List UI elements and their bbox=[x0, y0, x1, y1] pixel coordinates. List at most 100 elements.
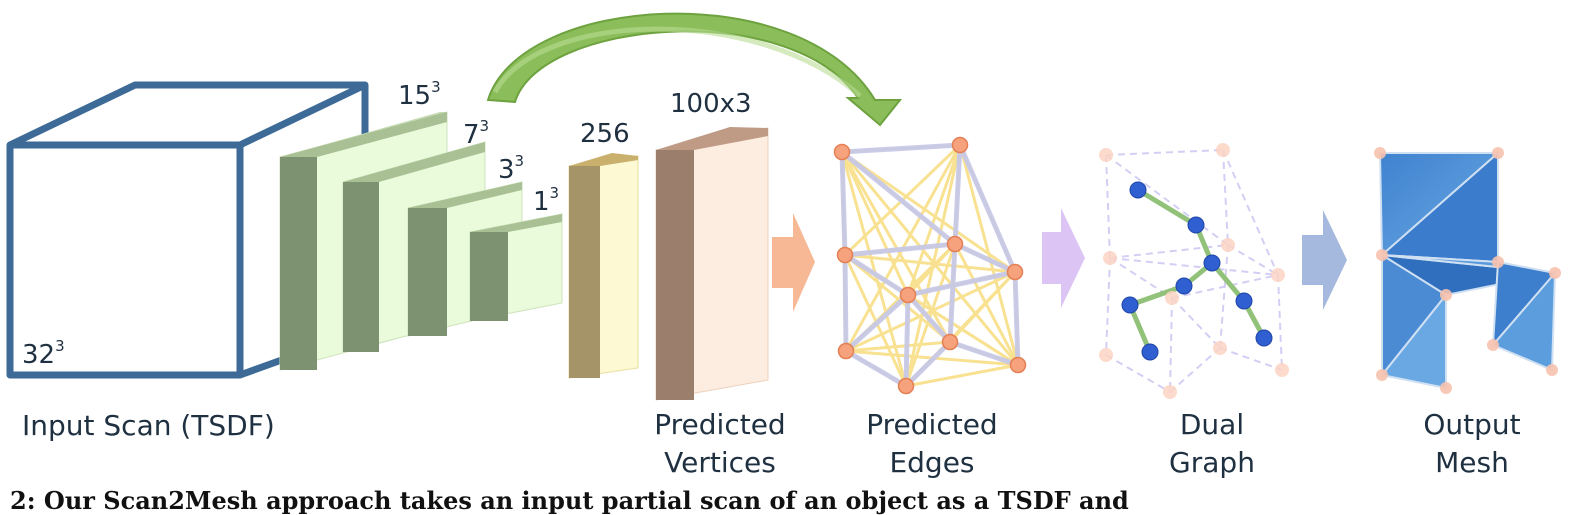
predicted-edges-label: Predicted Edges bbox=[852, 406, 1012, 482]
dim-input-label: 323 bbox=[22, 337, 65, 370]
vertex-node bbox=[899, 286, 917, 304]
mesh-leg-back-2 bbox=[1491, 270, 1557, 372]
mesh-vertex bbox=[1546, 364, 1558, 376]
mesh-vertex bbox=[1487, 339, 1499, 351]
dual-node bbox=[1141, 343, 1159, 361]
dual-dashed-edge bbox=[1169, 347, 1221, 393]
dual-node bbox=[1129, 181, 1147, 199]
mesh-vertex bbox=[1440, 382, 1452, 394]
mesh-vertex bbox=[1492, 256, 1504, 268]
vertex-node bbox=[1006, 263, 1024, 281]
predicted-edges-graph bbox=[833, 136, 1027, 395]
vertex-node bbox=[1009, 356, 1027, 374]
dual-node bbox=[1255, 329, 1273, 347]
figure-caption: 2: Our Scan2Mesh approach takes an input… bbox=[10, 486, 1129, 515]
ghost-vertex bbox=[1213, 341, 1227, 355]
vertex-node bbox=[951, 136, 969, 154]
predicted-edge bbox=[947, 241, 958, 345]
dual-dashed-edge bbox=[1109, 244, 1229, 259]
output-mesh bbox=[1374, 147, 1561, 394]
predicted-edge bbox=[842, 241, 958, 258]
predicted-edge bbox=[843, 292, 911, 354]
dual-dashed-edge bbox=[1219, 347, 1283, 371]
predicted-edge bbox=[842, 252, 849, 354]
arrow-to-output-mesh bbox=[1302, 210, 1347, 310]
predicted-edge bbox=[839, 142, 963, 155]
arrow-to-dual-graph bbox=[1042, 208, 1085, 308]
dual-dashed-edge bbox=[1105, 354, 1171, 393]
mesh-vertex bbox=[1440, 289, 1452, 301]
edge-line bbox=[840, 150, 910, 297]
predicted-vertices-line2: Vertices bbox=[664, 446, 776, 479]
predicted-edge bbox=[842, 252, 911, 298]
edge-line bbox=[844, 340, 952, 353]
predicted-edge bbox=[903, 292, 911, 389]
ghost-vertex bbox=[1221, 238, 1235, 252]
vertex-node bbox=[836, 246, 854, 264]
mesh-vertex bbox=[1492, 147, 1504, 159]
ghost-vertex bbox=[1099, 348, 1113, 362]
vertex-node bbox=[837, 342, 855, 360]
edge-line bbox=[958, 143, 1020, 367]
ghost-vertex bbox=[1271, 268, 1285, 282]
predicted-edge bbox=[839, 149, 958, 247]
ghost-vertex bbox=[1275, 363, 1289, 377]
dual-dashed-edge bbox=[1169, 297, 1173, 393]
dual-dashed-edge bbox=[1219, 244, 1229, 349]
output-mesh-line2: Mesh bbox=[1435, 446, 1509, 479]
dual-dashed-edge bbox=[1227, 244, 1279, 276]
vertex-node bbox=[946, 235, 964, 253]
ghost-vertex bbox=[1099, 148, 1113, 162]
predicted-edge bbox=[952, 142, 963, 247]
edge-line bbox=[906, 143, 962, 297]
dual-node bbox=[1175, 277, 1193, 295]
dim-vertices-label: 100x3 bbox=[670, 89, 752, 119]
dual-dashed-edge bbox=[1222, 149, 1279, 276]
dual-graph-line2: Graph bbox=[1169, 446, 1255, 479]
input-scan-label: Input Scan (TSDF) bbox=[22, 409, 275, 442]
dual-graph-line1: Dual bbox=[1179, 408, 1245, 441]
predicted-edge bbox=[905, 292, 953, 345]
encoder-block-1 bbox=[469, 213, 563, 322]
predicted-edge bbox=[947, 339, 1021, 368]
ghost-vertex bbox=[1216, 143, 1230, 157]
dim-7-label: 73 bbox=[463, 117, 489, 150]
predicted-edge bbox=[839, 149, 848, 258]
edge-line bbox=[906, 293, 1020, 367]
dual-dashed-edge bbox=[1222, 149, 1229, 246]
edge-line bbox=[840, 150, 1017, 274]
predicted-edge bbox=[903, 339, 953, 389]
dim-256-label: 256 bbox=[580, 119, 630, 149]
dual-node bbox=[1235, 292, 1253, 310]
vertices-block bbox=[655, 127, 769, 401]
dual-node bbox=[1121, 296, 1139, 314]
dual-graph-label: Dual Graph bbox=[1132, 406, 1292, 482]
dim-3-label: 33 bbox=[498, 152, 524, 185]
dual-dashed-edge bbox=[1105, 149, 1224, 156]
predicted-edge bbox=[957, 142, 1018, 275]
edge-line bbox=[904, 363, 1020, 388]
ghost-vertex bbox=[1163, 385, 1177, 399]
edge-line bbox=[844, 270, 1017, 353]
dual-dashed-edge bbox=[1105, 257, 1111, 356]
dual-node bbox=[1203, 254, 1221, 272]
dim-1-label: 13 bbox=[533, 184, 559, 217]
fc-256-block bbox=[568, 153, 639, 379]
mesh-vertex bbox=[1376, 369, 1388, 381]
dual-graph bbox=[1099, 143, 1289, 399]
dual-edge bbox=[1127, 302, 1153, 355]
vertex-node bbox=[833, 143, 851, 161]
output-mesh-label: Output Mesh bbox=[1392, 406, 1552, 482]
edge-line bbox=[904, 242, 957, 388]
edge-line bbox=[843, 253, 1017, 274]
dual-node bbox=[1187, 216, 1205, 234]
predicted-edges-line2: Edges bbox=[889, 446, 975, 479]
mesh-vertex bbox=[1376, 249, 1388, 261]
ghost-vertex bbox=[1103, 251, 1117, 265]
dual-dashed-edge bbox=[1277, 274, 1283, 371]
predicted-edge bbox=[1012, 269, 1021, 368]
predicted-vertices-label: Predicted Vertices bbox=[640, 406, 800, 482]
edge-line bbox=[840, 150, 1020, 367]
dual-edge bbox=[1127, 283, 1187, 308]
predicted-edges-line1: Predicted bbox=[866, 408, 998, 441]
